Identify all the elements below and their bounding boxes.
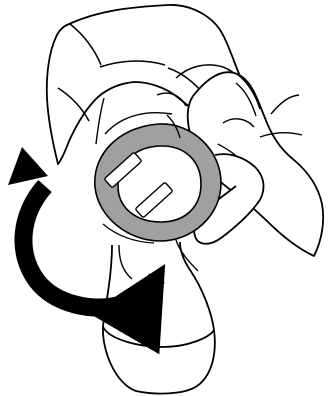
bottle-icon — [103, 240, 215, 394]
